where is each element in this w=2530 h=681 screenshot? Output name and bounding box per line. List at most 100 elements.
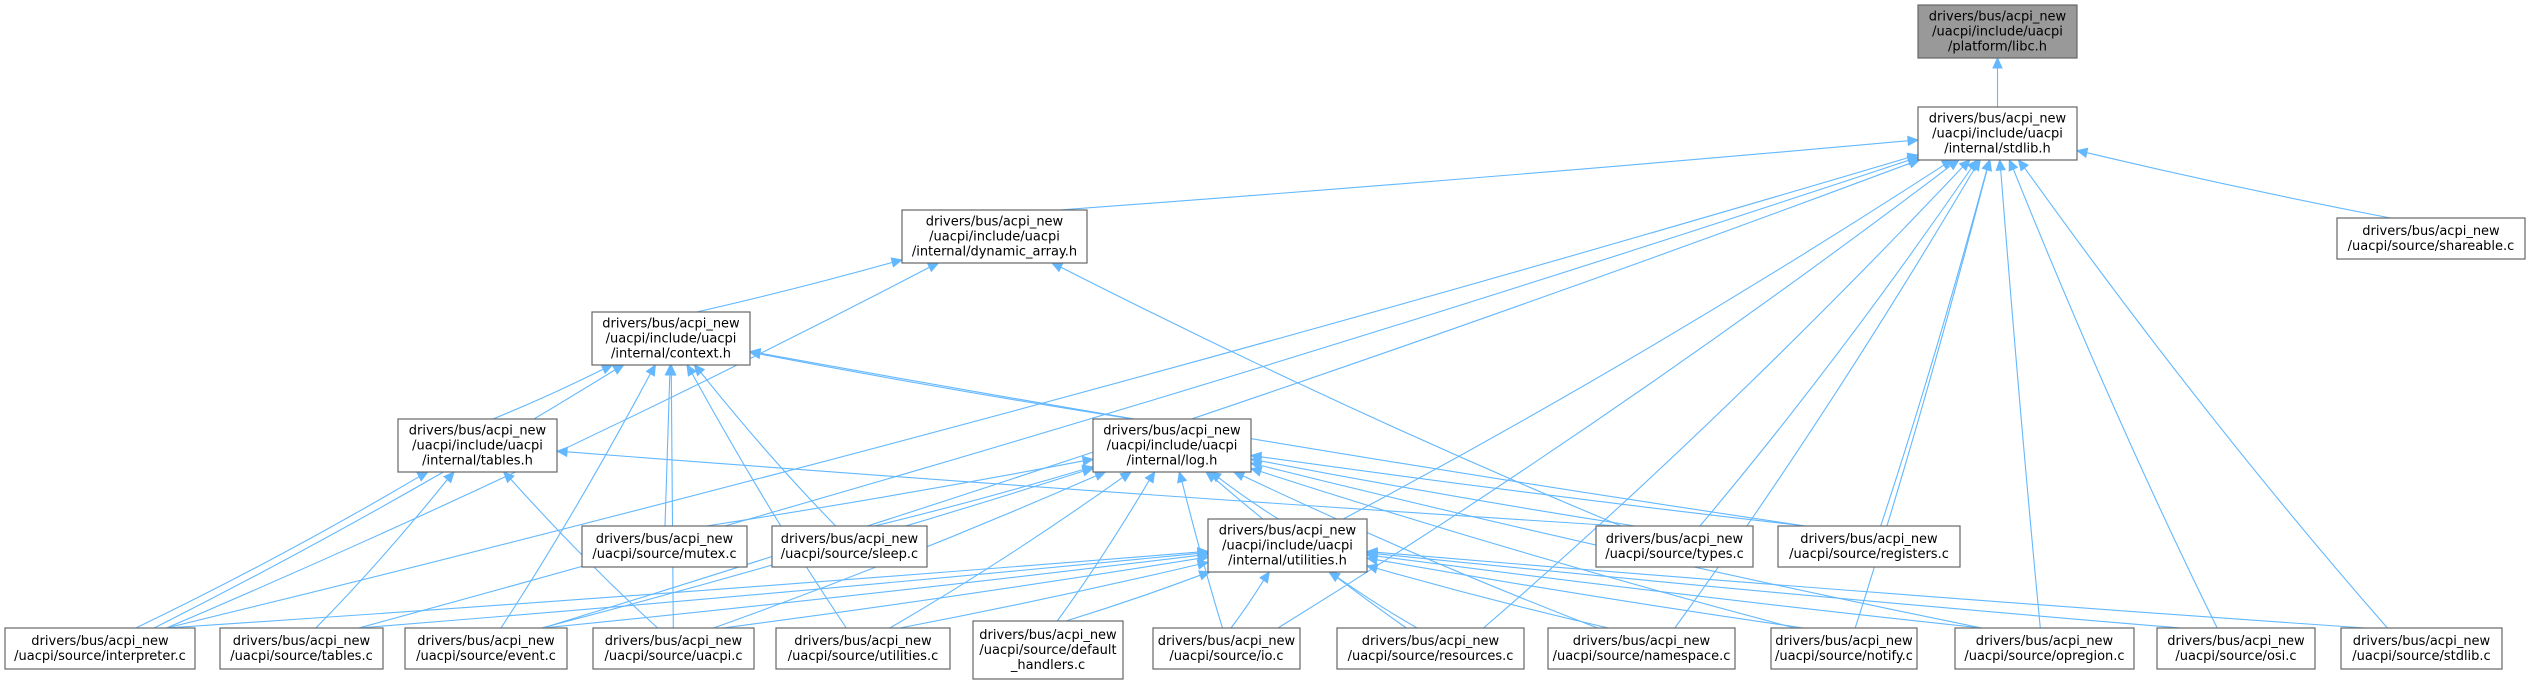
edge-resources_c-to-utilities_h: [1337, 576, 1418, 629]
node-label-line: drivers/bus/acpi_new: [596, 532, 734, 547]
node-box[interactable]: [1547, 627, 1736, 670]
node-interpreter-c[interactable]: drivers/bus/acpi_new/uacpi/source/interp…: [4, 627, 196, 670]
node-box[interactable]: [1207, 518, 1368, 573]
node-libc-h[interactable]: drivers/bus/acpi_new/uacpi/include/uacpi…: [1917, 4, 2078, 59]
node-label-line: drivers/bus/acpi_new: [605, 634, 743, 649]
node-uacpi-c[interactable]: drivers/bus/acpi_new/uacpi/source/uacpi.…: [592, 627, 755, 670]
edge-context_h-to-dynamic_array_h: [696, 261, 893, 313]
node-box[interactable]: [1917, 4, 2078, 59]
arrowhead-icon: [1196, 559, 1210, 570]
edge-types_c-to-log_h: [1260, 460, 1636, 527]
arrowhead-icon: [1328, 571, 1341, 583]
edge-dynamic_array_h-to-stdlib_h: [1059, 140, 1909, 211]
node-box[interactable]: [1777, 525, 1961, 568]
node-box[interactable]: [775, 627, 951, 670]
node-box[interactable]: [1954, 627, 2135, 670]
edge-utilities_h-to-log_h: [1218, 477, 1279, 520]
node-box[interactable]: [592, 627, 755, 670]
node-box[interactable]: [591, 311, 751, 366]
node-box[interactable]: [1336, 627, 1525, 670]
node-label-line: /uacpi/include/uacpi: [929, 230, 1060, 245]
node-box[interactable]: [2340, 627, 2503, 670]
node-resources-c[interactable]: drivers/bus/acpi_new/uacpi/source/resour…: [1336, 627, 1525, 670]
node-label-line: /uacpi/source/resources.c: [1348, 649, 1514, 664]
node-shareable-c[interactable]: drivers/bus/acpi_new/uacpi/source/sharea…: [2336, 217, 2526, 260]
arrowhead-icon: [666, 363, 677, 376]
node-box[interactable]: [1917, 106, 2078, 161]
edge-interpreter_c-to-tables_h: [135, 476, 420, 629]
node-label-line: /uacpi/source/interpreter.c: [14, 649, 186, 664]
edge-event_c-to-utilities_h: [542, 554, 1199, 629]
node-label-line: /internal/stdlib.h: [1944, 142, 2051, 157]
node-types-c[interactable]: drivers/bus/acpi_new/uacpi/source/types.…: [1595, 525, 1754, 568]
node-label-line: /uacpi/include/uacpi: [606, 332, 737, 347]
arrowhead-icon: [1081, 466, 1095, 477]
node-box[interactable]: [901, 209, 1088, 264]
arrowhead-icon: [1365, 563, 1379, 574]
node-label-line: /uacpi/source/io.c: [1169, 649, 1283, 664]
node-label-line: /uacpi/source/registers.c: [1789, 547, 1949, 562]
node-label-line: /uacpi/source/shareable.c: [2348, 239, 2515, 254]
arrowhead-icon: [1958, 159, 1971, 172]
node-box[interactable]: [1092, 418, 1252, 473]
node-utilities-c[interactable]: drivers/bus/acpi_new/uacpi/source/utilit…: [775, 627, 951, 670]
node-box[interactable]: [972, 620, 1124, 680]
edge-stdlib_c-to-stdlib_h: [2024, 167, 2388, 629]
arrowhead-icon: [686, 363, 698, 377]
node-tables-c[interactable]: drivers/bus/acpi_new/uacpi/source/tables…: [219, 627, 384, 670]
node-box[interactable]: [581, 525, 748, 568]
node-event-c[interactable]: drivers/bus/acpi_new/uacpi/source/event.…: [404, 627, 568, 670]
node-box[interactable]: [2156, 627, 2316, 670]
node-box[interactable]: [4, 627, 196, 670]
node-label-line: drivers/bus/acpi_new: [409, 424, 547, 439]
node-dynamic-array-h[interactable]: drivers/bus/acpi_new/uacpi/include/uacpi…: [901, 209, 1088, 264]
node-registers-c[interactable]: drivers/bus/acpi_new/uacpi/source/regist…: [1777, 525, 1961, 568]
edge-interpreter_c-to-context_h: [153, 369, 616, 629]
arrowhead-icon: [1947, 159, 1960, 171]
edge-default_handlers_c-to-log_h: [1056, 480, 1150, 622]
node-stdlib-c[interactable]: drivers/bus/acpi_new/uacpi/source/stdlib…: [2340, 627, 2503, 670]
node-box[interactable]: [404, 627, 568, 670]
edge-tables_c-to-utilities_h: [358, 552, 1199, 629]
node-opregion-c[interactable]: drivers/bus/acpi_new/uacpi/source/opregi…: [1954, 627, 2135, 670]
node-notify-c[interactable]: drivers/bus/acpi_new/uacpi/source/notify…: [1770, 627, 1918, 670]
node-osi-c[interactable]: drivers/bus/acpi_new/uacpi/source/osi.c: [2156, 627, 2316, 670]
edge-resources_c-to-stdlib_h: [1483, 166, 1964, 629]
node-label-line: _handlers.c: [1010, 658, 1085, 673]
node-label-line: /uacpi/source/tables.c: [230, 649, 373, 664]
node-label-line: drivers/bus/acpi_new: [602, 317, 740, 332]
node-stdlib-h[interactable]: drivers/bus/acpi_new/uacpi/include/uacpi…: [1917, 106, 2078, 161]
node-sleep-c[interactable]: drivers/bus/acpi_new/uacpi/source/sleep.…: [771, 525, 928, 568]
node-box[interactable]: [397, 418, 558, 473]
edge-namespace_c-to-stdlib_h: [1674, 168, 1976, 629]
arrowhead-icon: [2017, 159, 2030, 172]
node-box[interactable]: [219, 627, 384, 670]
node-box[interactable]: [1595, 525, 1754, 568]
node-context-h[interactable]: drivers/bus/acpi_new/uacpi/include/uacpi…: [591, 311, 751, 366]
node-tables-h[interactable]: drivers/bus/acpi_new/uacpi/include/uacpi…: [397, 418, 558, 473]
node-utilities-h[interactable]: drivers/bus/acpi_new/uacpi/include/uacpi…: [1207, 518, 1368, 573]
arrowhead-icon: [611, 364, 625, 375]
edge-event_c-to-context_h: [500, 373, 651, 629]
arrowhead-icon: [2008, 158, 2019, 172]
node-label-line: drivers/bus/acpi_new: [926, 215, 1064, 230]
node-label-line: drivers/bus/acpi_new: [1929, 112, 2067, 127]
arrowhead-icon: [416, 471, 429, 482]
node-namespace-c[interactable]: drivers/bus/acpi_new/uacpi/source/namesp…: [1547, 627, 1736, 670]
node-label-line: drivers/bus/acpi_new: [31, 634, 169, 649]
arrowhead-icon: [555, 446, 568, 458]
node-box[interactable]: [771, 525, 928, 568]
node-default-handlers-c[interactable]: drivers/bus/acpi_new/uacpi/source/defaul…: [972, 620, 1124, 680]
node-label-line: drivers/bus/acpi_new: [979, 628, 1117, 643]
node-box[interactable]: [1770, 627, 1918, 670]
arrowhead-icon: [1050, 262, 1064, 273]
node-box[interactable]: [2336, 217, 2526, 260]
node-mutex-c[interactable]: drivers/bus/acpi_new/uacpi/source/mutex.…: [581, 525, 748, 568]
node-box[interactable]: [1152, 627, 1301, 670]
arrowhead-icon: [1198, 570, 1211, 581]
node-label-line: /uacpi/source/default: [979, 643, 1116, 658]
node-log-h[interactable]: drivers/bus/acpi_new/uacpi/include/uacpi…: [1092, 418, 1252, 473]
arrowhead-icon: [1249, 451, 1263, 463]
node-io-c[interactable]: drivers/bus/acpi_new/uacpi/source/io.c: [1152, 627, 1301, 670]
edge-opregion_c-to-utilities_h: [1376, 555, 1982, 629]
